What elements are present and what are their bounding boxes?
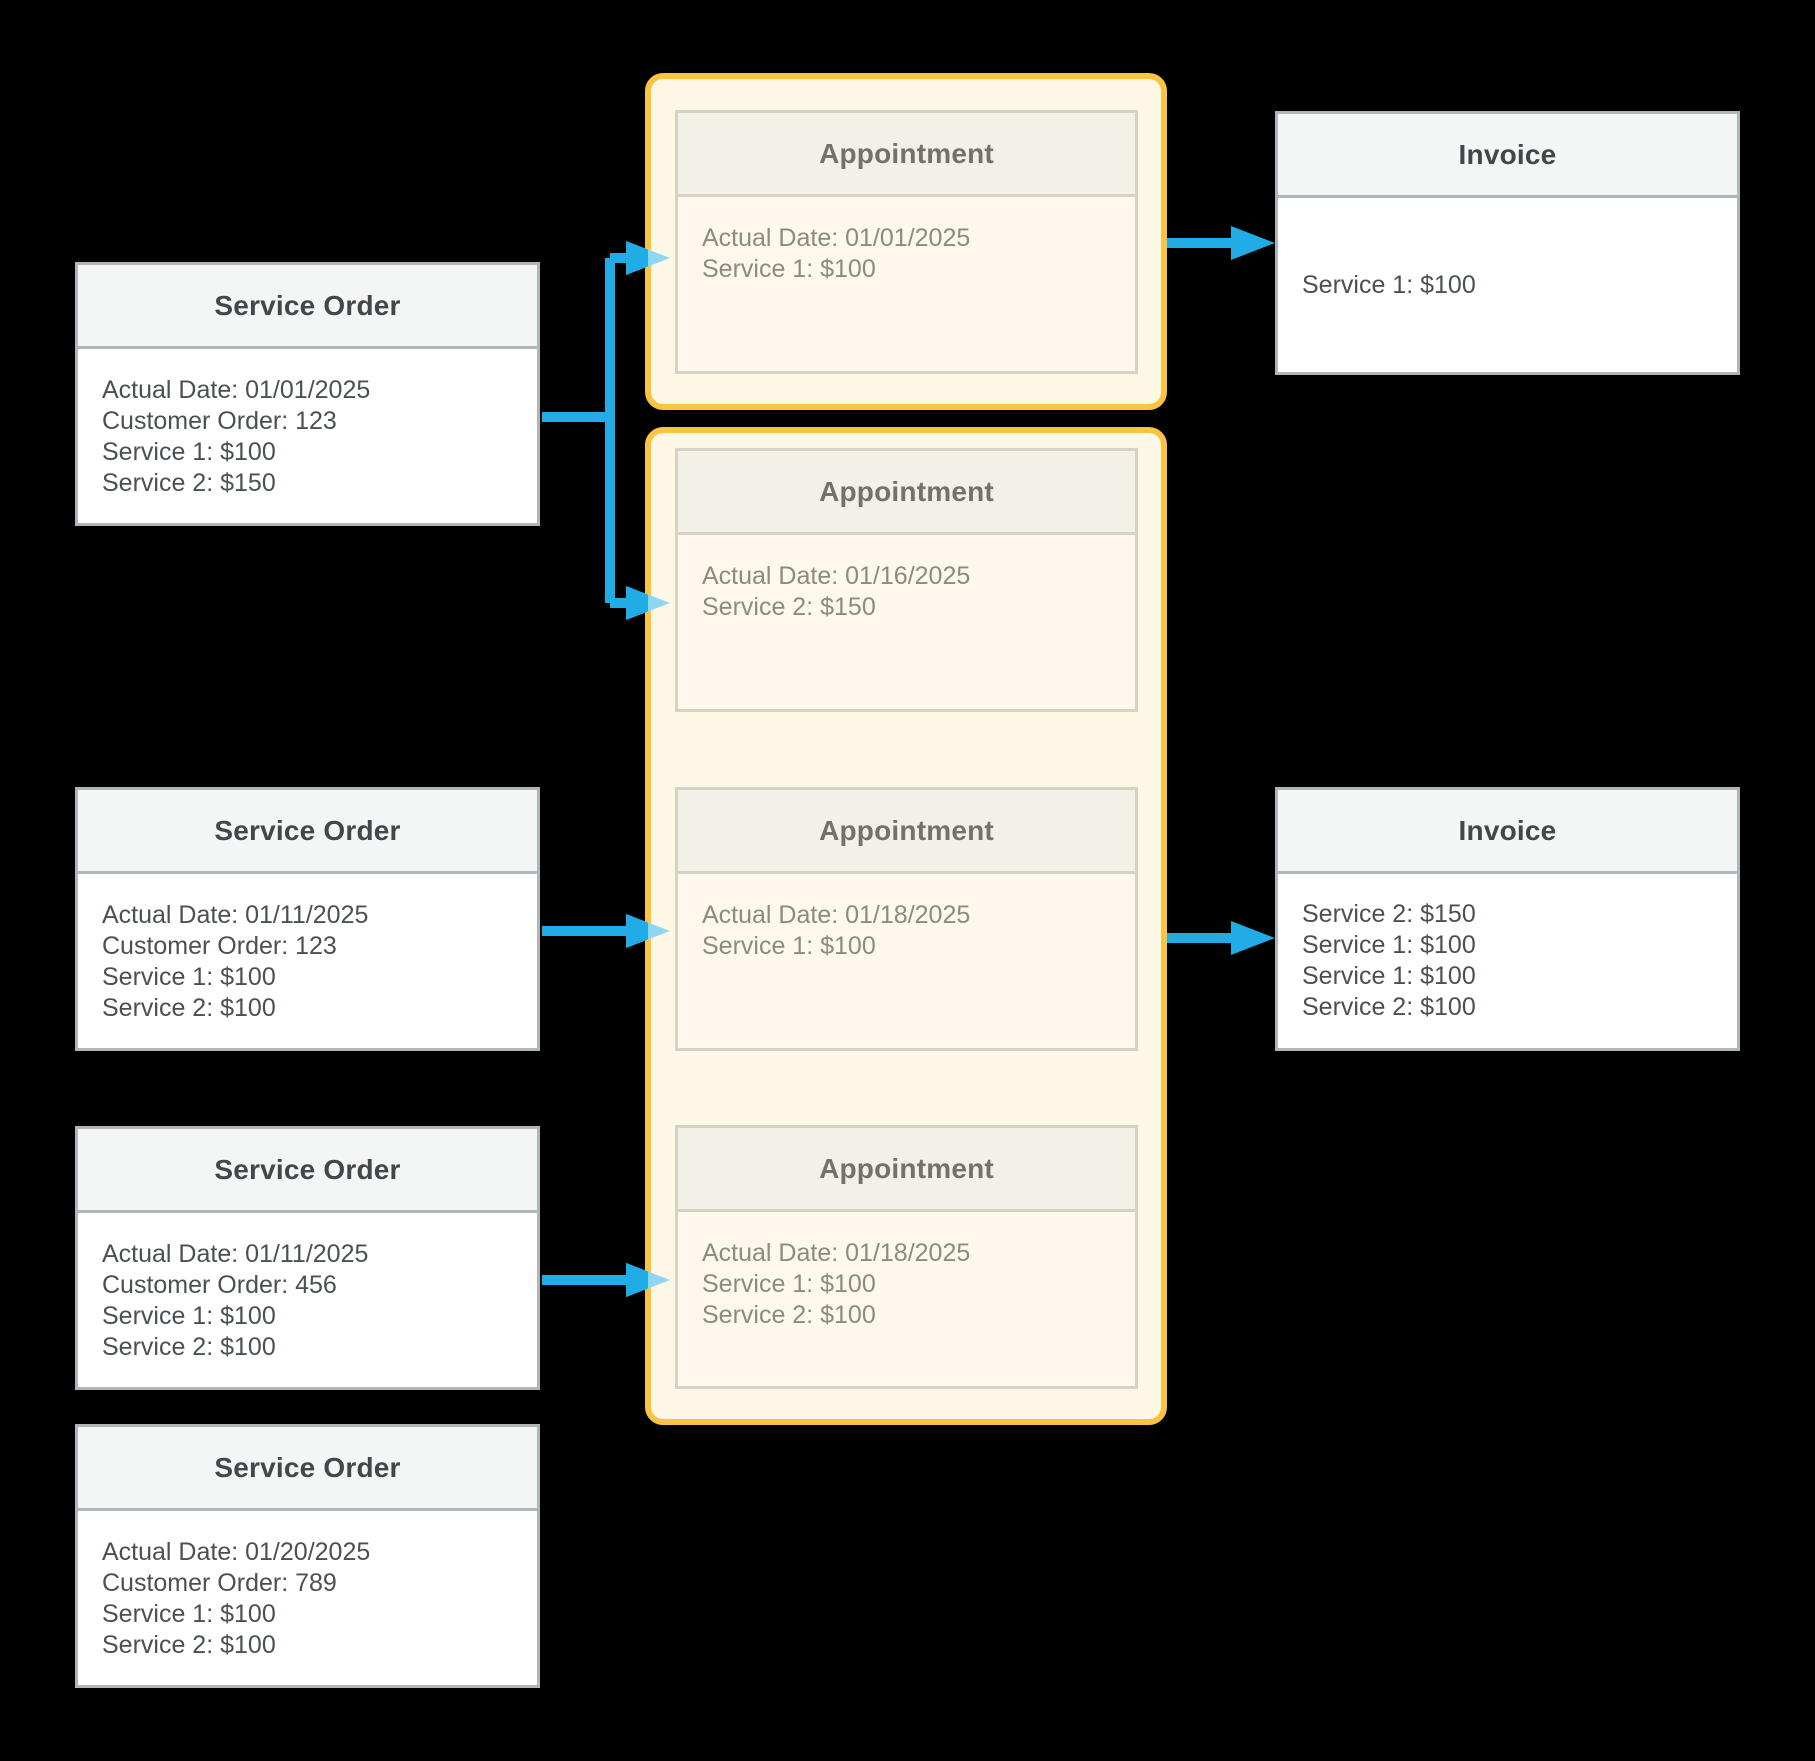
body-line: Actual Date: 01/20/2025	[102, 1538, 371, 1566]
body-line: Service 1: $100	[1302, 962, 1476, 990]
invoice-1-title: Invoice	[1458, 138, 1557, 170]
body-line: Service 1: $100	[1302, 270, 1476, 299]
service-order-4-title: Service Order	[214, 1451, 401, 1483]
invoice-box-1: Invoice Service 1: $100	[1275, 111, 1740, 375]
arrow-so1-split-line	[542, 253, 626, 608]
body-line: Service 2: $150	[702, 593, 876, 621]
invoice-2-header: Invoice	[1278, 790, 1737, 874]
service-order-1-title: Service Order	[214, 289, 401, 321]
appointment-2-header: Appointment	[678, 451, 1135, 535]
appointment-3-header: Appointment	[678, 790, 1135, 874]
service-order-1-header: Service Order	[78, 265, 537, 349]
body-line: Service 1: $100	[1302, 931, 1476, 959]
service-order-3-title: Service Order	[214, 1153, 401, 1185]
body-line: Service 2: $100	[102, 1631, 276, 1659]
service-order-2-title: Service Order	[214, 814, 401, 846]
appointment-3-title: Appointment	[819, 814, 994, 846]
body-line: Customer Order: 123	[102, 407, 337, 435]
service-order-3-header: Service Order	[78, 1129, 537, 1213]
arrow-group1-to-invoice1-head	[1231, 226, 1275, 260]
appointment-2-title: Appointment	[819, 475, 994, 507]
appointment-4-header: Appointment	[678, 1128, 1135, 1212]
body-line: Actual Date: 01/18/2025	[702, 1239, 971, 1267]
body-line: Service 1: $100	[102, 438, 276, 466]
invoice-1-body: Service 1: $100	[1278, 198, 1737, 372]
body-line: Service 1: $100	[702, 255, 876, 283]
appointment-1-title: Appointment	[819, 137, 994, 169]
body-line: Service 1: $100	[102, 963, 276, 991]
body-line: Service 2: $150	[1302, 900, 1476, 928]
invoice-1-header: Invoice	[1278, 114, 1737, 198]
body-line: Customer Order: 456	[102, 1271, 337, 1299]
body-line: Customer Order: 123	[102, 932, 337, 960]
body-line: Actual Date: 01/18/2025	[702, 901, 971, 929]
service-order-2-header: Service Order	[78, 790, 537, 874]
body-line: Actual Date: 01/16/2025	[702, 562, 971, 590]
body-line: Actual Date: 01/01/2025	[102, 376, 371, 404]
body-line: Service 2: $100	[1302, 993, 1476, 1021]
body-line: Customer Order: 789	[102, 1569, 337, 1597]
invoice-2-title: Invoice	[1458, 814, 1557, 846]
body-line: Service 1: $100	[102, 1600, 276, 1628]
service-order-4-header: Service Order	[78, 1427, 537, 1511]
body-line: Service 2: $100	[102, 1333, 276, 1361]
body-line: Service 1: $100	[702, 1270, 876, 1298]
arrow-group2-to-invoice2-head	[1231, 921, 1275, 955]
body-line: Actual Date: 01/11/2025	[102, 901, 369, 929]
appointment-4-title: Appointment	[819, 1152, 994, 1184]
body-line: Actual Date: 01/01/2025	[702, 224, 971, 252]
body-line: Service 1: $100	[702, 932, 876, 960]
body-line: Service 1: $100	[102, 1302, 276, 1330]
body-line: Actual Date: 01/11/2025	[102, 1240, 369, 1268]
body-line: Service 2: $100	[702, 1301, 876, 1329]
appointment-1-header: Appointment	[678, 113, 1135, 197]
body-line: Service 2: $100	[102, 994, 276, 1022]
body-line: Service 2: $150	[102, 469, 276, 497]
